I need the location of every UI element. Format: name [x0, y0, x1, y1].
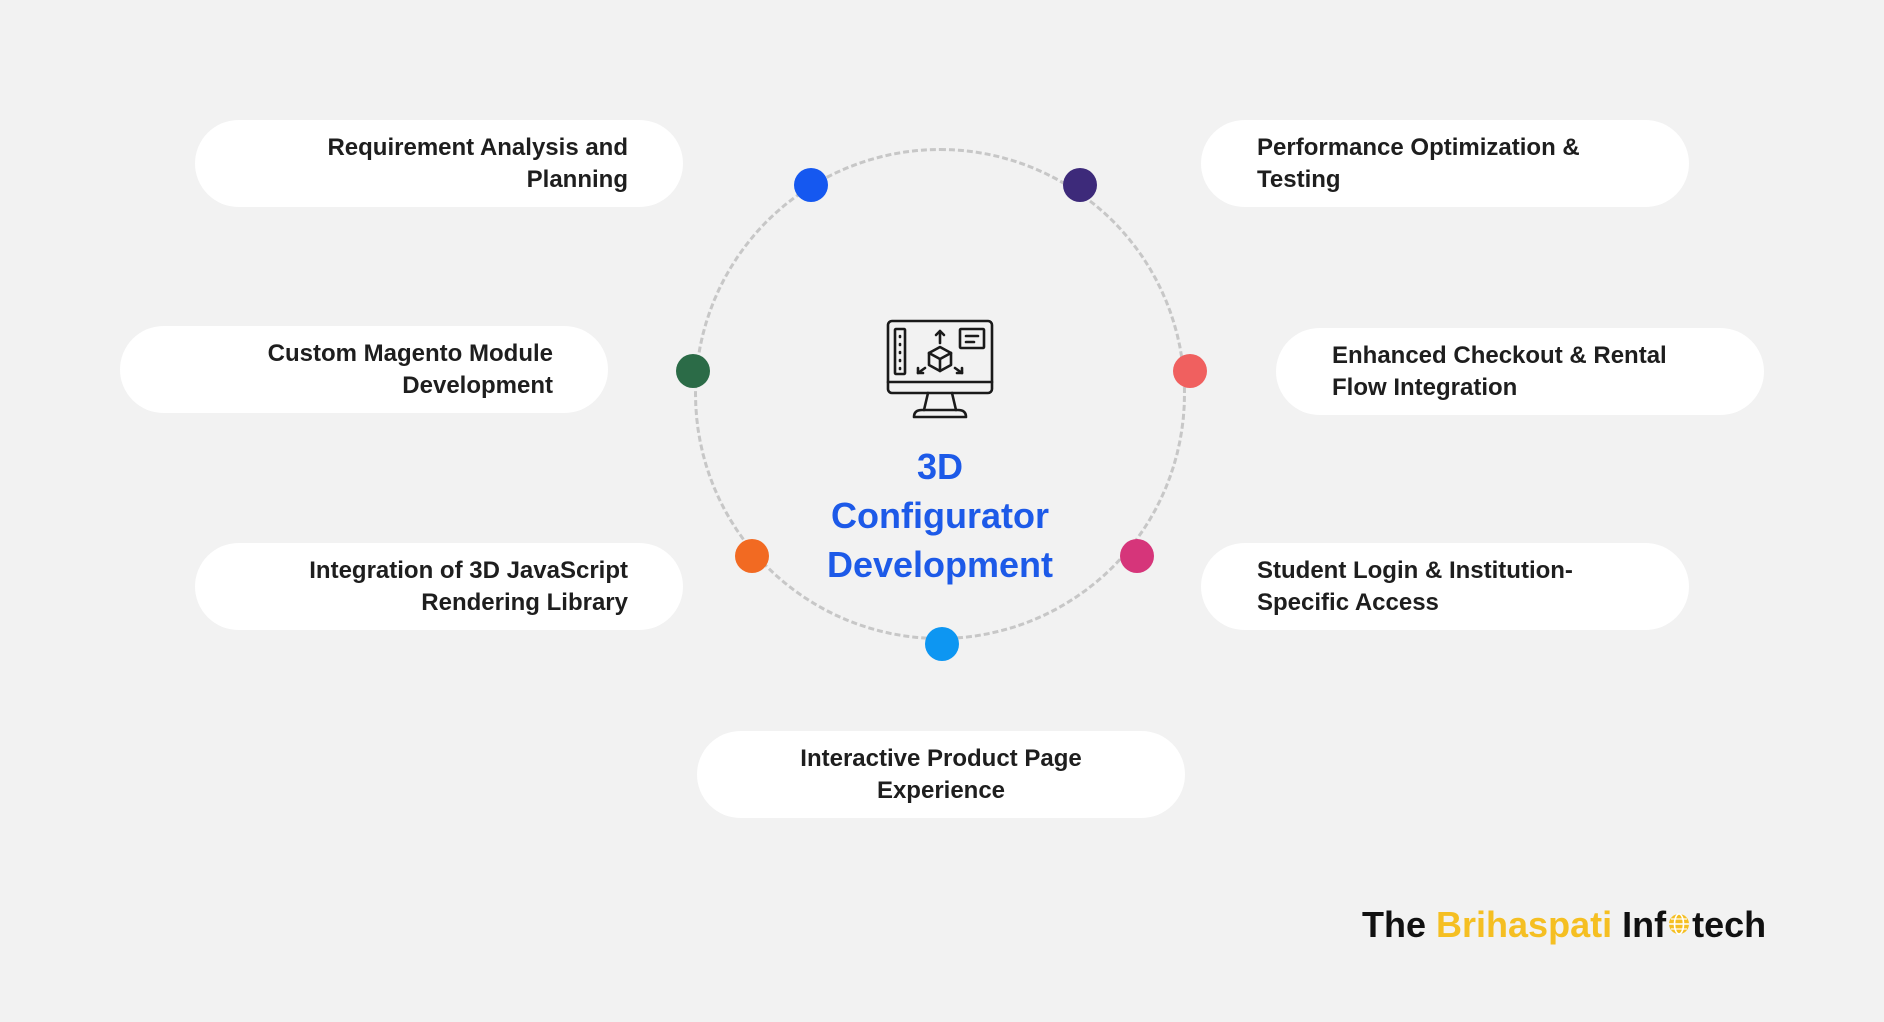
center-title-line-1: 3D: [916, 446, 964, 487]
brand-word-brihaspati: Brihaspati: [1436, 904, 1613, 945]
step-label-line: Testing: [1257, 165, 1341, 193]
step-requirement: Requirement Analysis and Planning: [195, 120, 683, 207]
dot-magento: [676, 354, 710, 388]
brand-word-infotech-start: Inf: [1622, 904, 1667, 945]
dot-student: [1120, 539, 1154, 573]
step-label-line: Enhanced Checkout & Rental: [1332, 341, 1667, 369]
step-label-line: Development: [402, 371, 553, 399]
step-label-line: Flow Integration: [1332, 373, 1518, 401]
step-interactive: Interactive Product Page Experience: [697, 731, 1185, 818]
step-label-line: Experience: [876, 776, 1006, 804]
step-magento: Custom Magento Module Development: [120, 326, 608, 413]
dot-checkout: [1173, 354, 1207, 388]
center-title: 3D Configurator Development: [790, 442, 1090, 589]
step-label-line: Integration of 3D JavaScript: [309, 556, 628, 584]
step-checkout: Enhanced Checkout & Rental Flow Integrat…: [1276, 328, 1764, 415]
dot-interactive: [925, 627, 959, 661]
step-label-line: Specific Access: [1257, 588, 1439, 616]
brand-word-the: The: [1362, 904, 1427, 945]
dot-requirement: [794, 168, 828, 202]
brand-word-infotech-end: tech: [1692, 904, 1767, 945]
step-label-line: Requirement Analysis and: [327, 133, 628, 161]
monitor-3d-cube-icon: [884, 318, 996, 422]
dot-performance: [1063, 168, 1097, 202]
step-student: Student Login & Institution- Specific Ac…: [1201, 543, 1689, 630]
globe-icon: [1667, 903, 1691, 945]
center-title-line-2: Configurator: [831, 495, 1049, 536]
step-label-line: Interactive Product Page: [800, 744, 1082, 772]
center-title-line-3: Development: [826, 544, 1054, 585]
step-label-line: Student Login & Institution-: [1257, 556, 1573, 584]
step-label-line: Planning: [526, 165, 628, 193]
step-label-line: Custom Magento Module: [267, 339, 553, 367]
step-integration: Integration of 3D JavaScript Rendering L…: [195, 543, 683, 630]
step-label-line: Performance Optimization &: [1257, 133, 1580, 161]
step-performance: Performance Optimization & Testing: [1201, 120, 1689, 207]
step-label-line: Rendering Library: [421, 588, 628, 616]
dot-integration: [735, 539, 769, 573]
